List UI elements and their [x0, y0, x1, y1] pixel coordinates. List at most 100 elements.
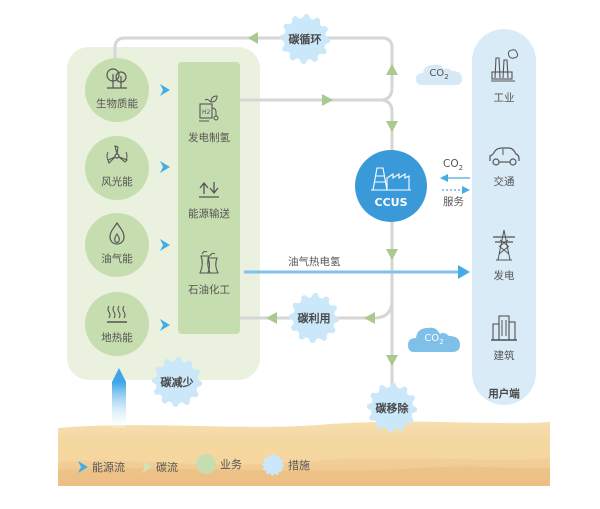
- source-label: 油气能: [101, 253, 133, 265]
- carbon-cycle-gear[interactable]: [280, 14, 330, 64]
- ccus-co2-label: CO2: [443, 158, 463, 172]
- source-oil-gas[interactable]: 油气能: [85, 213, 149, 277]
- source-label: 生物质能: [96, 98, 138, 110]
- carbon-flow-arrow: [248, 32, 258, 44]
- carbon-utilization-label: 碳利用: [297, 312, 331, 325]
- co2-cloud-top-label: CO2: [414, 68, 464, 81]
- cooling-tower-icon: [199, 250, 219, 274]
- co2-subscript: 2: [444, 73, 449, 81]
- svg-text:H2: H2: [202, 109, 211, 116]
- energy-transfer-icon: [199, 181, 219, 198]
- sand-wave: [58, 466, 550, 486]
- gear-shape: [289, 293, 339, 343]
- building-icon: [491, 315, 517, 341]
- ccus-node[interactable]: CCUS: [355, 150, 427, 222]
- business-energy-transport[interactable]: 能源输送: [178, 178, 240, 221]
- carbon-to-ccus-line: [379, 98, 394, 400]
- carbon-flow-arrow: [386, 249, 398, 260]
- carbon-flow-arrow: [322, 94, 333, 106]
- source-wind-solar[interactable]: 风光能: [85, 136, 149, 200]
- carbon-cycle-line: [113, 36, 394, 102]
- energy-flow-arrow-icon: [78, 461, 88, 473]
- business-circle-icon: [196, 454, 216, 474]
- co2-arrow-head: [440, 174, 448, 182]
- service-arrow-head: [462, 186, 470, 194]
- carbon-reduction-label: 碳减少: [160, 376, 194, 389]
- ccus-label: CCUS: [374, 196, 408, 209]
- source-geothermal[interactable]: 地热能: [85, 292, 149, 356]
- legend-carbon-flow: 碳流: [142, 459, 178, 475]
- user-transport[interactable]: 交通: [472, 146, 536, 189]
- co2-cloud-top: [416, 64, 462, 85]
- co2-text: CO: [429, 68, 445, 79]
- co2-text: CO: [424, 333, 440, 344]
- source-label: 风光能: [101, 176, 133, 188]
- gear-shape: [262, 454, 284, 476]
- energy-beam-arrow: [112, 368, 126, 382]
- carbon-utilization-gear[interactable]: [289, 293, 339, 343]
- business-label: 能源输送: [188, 208, 230, 220]
- carbon-flow-arrow: [386, 355, 398, 366]
- car-icon: [489, 147, 520, 166]
- legend-label: 能源流: [92, 461, 125, 474]
- heat-waves-icon: [107, 305, 127, 323]
- business-label: 发电制氢: [188, 132, 230, 144]
- wind-turbine-icon: [106, 145, 128, 165]
- business-power-hydrogen[interactable]: H2 发电制氢: [178, 94, 240, 145]
- user-end-panel: [472, 29, 536, 405]
- carbon-flow-arrow: [386, 64, 398, 75]
- business-label: 石油化工: [188, 284, 230, 296]
- carbon-cycle-label: 碳循环: [288, 33, 322, 46]
- carbon-flow-arrow: [266, 312, 277, 324]
- carbon-flow-arrow: [364, 312, 375, 324]
- business-panel: [178, 62, 240, 334]
- source-biomass[interactable]: 生物质能: [85, 58, 149, 122]
- legend-label: 业务: [220, 458, 242, 471]
- gear-shape: [280, 14, 330, 64]
- legend-measure: 措施: [262, 454, 310, 476]
- co2-subscript: 2: [458, 164, 464, 173]
- legend-business: 业务: [196, 454, 242, 474]
- energy-beam: [112, 382, 126, 428]
- co2-cloud-bottom-label: CO2: [406, 333, 462, 346]
- flame-icon: [109, 221, 125, 245]
- business-petrochemical[interactable]: 石油化工: [178, 248, 240, 297]
- carbon-flow-arrow: [386, 121, 398, 132]
- legend-label: 碳流: [156, 461, 178, 474]
- co2-cloud-bottom: [408, 327, 460, 352]
- user-building[interactable]: 建筑: [472, 312, 536, 363]
- trees-icon: [106, 68, 127, 89]
- energy-flow-arrow: [160, 239, 170, 251]
- legend-label: 措施: [288, 459, 310, 472]
- energy-flow-arrow: [160, 319, 170, 331]
- legend-energy-flow: 能源流: [78, 459, 125, 475]
- factory-icon: [491, 49, 519, 82]
- energy-flow-arrow: [160, 161, 170, 173]
- energy-line-label: 油气热电氢: [288, 256, 341, 268]
- hydrogen-plant-icon: H2: [199, 95, 219, 122]
- user-label: 交通: [493, 176, 515, 188]
- co2-text: CO: [443, 158, 459, 170]
- user-industry[interactable]: 工业: [472, 48, 536, 105]
- carbon-flow-arrow-icon: [142, 461, 152, 473]
- carbon-removal-gear[interactable]: [367, 383, 417, 433]
- measure-gear-icon: [262, 454, 284, 476]
- energy-flow-arrow: [160, 84, 170, 96]
- sand-wave: [58, 440, 550, 465]
- gear-shape: [367, 383, 417, 433]
- gear-shape: [152, 357, 202, 407]
- power-tower-icon: [493, 229, 515, 261]
- carbon-reduction-gear[interactable]: [152, 357, 202, 407]
- ccus-service-label: 服务: [443, 196, 464, 208]
- user-label: 建筑: [493, 350, 515, 362]
- carbon-removal-label: 碳移除: [375, 402, 409, 415]
- user-end-title: 用户端: [488, 388, 520, 400]
- user-label: 发电: [493, 270, 515, 282]
- user-label: 工业: [493, 92, 515, 104]
- source-label: 地热能: [101, 332, 133, 344]
- user-power[interactable]: 发电: [472, 228, 536, 283]
- co2-subscript: 2: [439, 338, 444, 346]
- energy-flow-arrow: [458, 265, 470, 279]
